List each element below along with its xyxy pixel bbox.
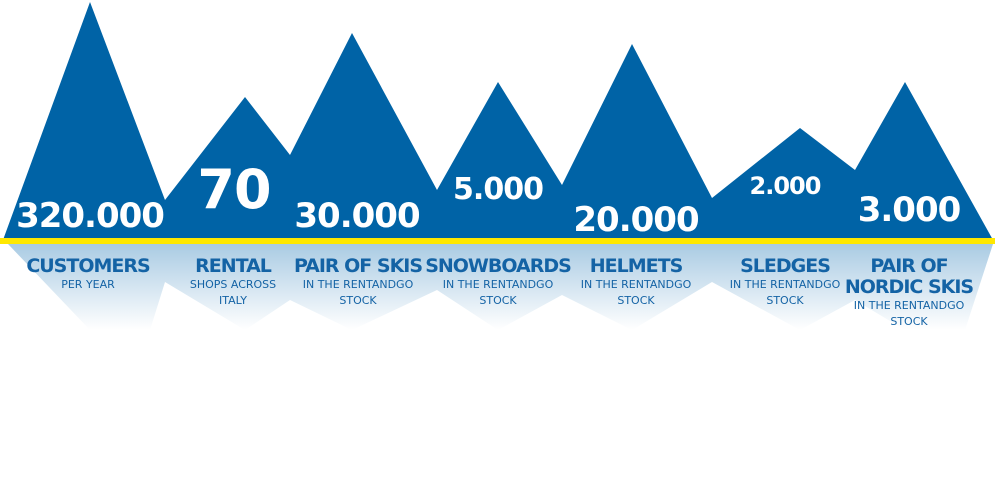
stat-sub: IN THE RENTANDGO [729,278,841,291]
yellow-horizon-line [0,238,995,244]
stat-title: CUSTOMERS [26,255,150,277]
stat-value-snowboards: 5.000 [453,172,544,207]
stat-value-skis: 30.000 [294,196,420,236]
stat-value-nordic: 3.000 [857,190,962,230]
stat-title: NORDIC SKIS [844,276,974,298]
stat-sub: STOCK [479,294,517,307]
stat-label-rental: RENTAL SHOPS ACROSS ITALY [190,256,276,309]
stat-label-customers: CUSTOMERS PER YEAR [26,255,150,293]
stat-sub: IN THE RENTANDGO [853,299,965,312]
stat-sub: IN THE RENTANDGO [302,278,414,291]
stat-sub: STOCK [890,315,928,328]
stat-title: SLEDGES [740,255,831,277]
stat-title: PAIR OF SKIS [293,255,423,277]
stat-title: PAIR OF [870,255,948,277]
stat-sub: STOCK [766,294,804,307]
stat-value-helmets: 20.000 [573,200,699,240]
stat-label-skis: PAIR OF SKIS IN THE RENTANDGO STOCK [293,255,423,309]
stat-sub: IN THE RENTANDGO [442,278,554,291]
stat-sub: STOCK [339,294,377,307]
stat-sub: PER YEAR [61,278,115,291]
stat-title: SNOWBOARDS [425,255,572,277]
stat-label-sledges: SLEDGES IN THE RENTANDGO STOCK [730,256,841,309]
stat-title: RENTAL [195,255,272,277]
stat-value-rental: 70 [197,158,271,221]
stat-label-nordic: PAIR OF NORDIC SKIS IN THE RENTANDGO STO… [844,255,974,330]
stat-value-customers: 320.000 [16,196,165,236]
mountains [3,2,993,240]
stat-sub: IN THE RENTANDGO [580,278,692,291]
stat-sub: ITALY [218,294,248,307]
stat-sub: SHOPS ACROSS [189,278,277,291]
stat-sub: STOCK [617,294,655,307]
stat-title: HELMETS [589,255,684,277]
mountain-reflection [8,244,993,330]
stat-label-snowboards: SNOWBOARDS IN THE RENTANDGO STOCK [425,255,572,309]
stat-value-sledges: 2.000 [749,172,822,200]
stat-label-helmets: HELMETS IN THE RENTANDGO STOCK [581,256,692,309]
